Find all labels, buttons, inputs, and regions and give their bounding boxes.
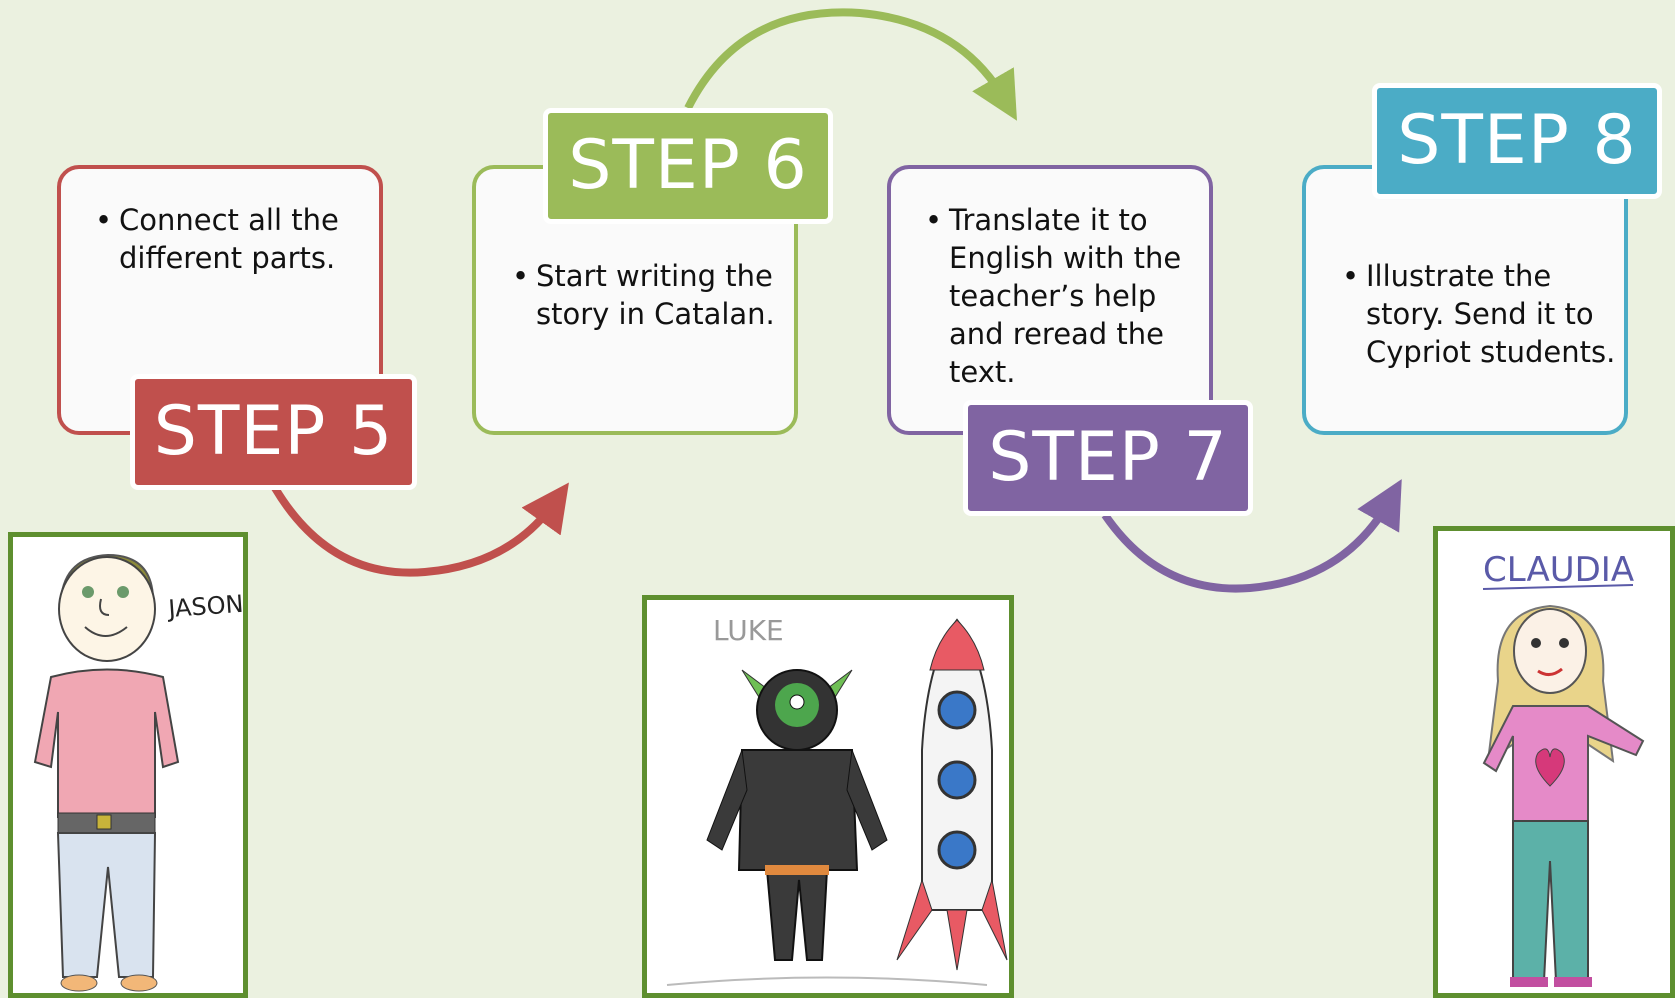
step8-label: STEP 8 [1372,83,1662,199]
claudia-figure: CLAUDIA [1482,550,1645,987]
step8-text-box: Illustrate the story. Send it to Cypriot… [1302,165,1628,435]
jason-name: JASON [165,590,243,623]
luke-figure: LUKE [666,614,1008,986]
drawing-luke: LUKE [642,595,1014,998]
arrow-step5-to-step6 [271,482,569,577]
step5-label: STEP 5 [130,374,417,490]
jason-figure: JASON [33,553,244,992]
drawing-claudia: CLAUDIA [1433,526,1675,998]
step8-text: Illustrate the story. Send it to Cypriot… [1342,257,1624,371]
step7-text-box: Translate it to English with the teacher… [887,165,1213,435]
claudia-name: CLAUDIA [1483,550,1634,590]
step7-label: STEP 7 [963,400,1253,516]
step6-label: STEP 6 [543,108,833,224]
drawing-jason: JASON [8,532,248,998]
arrow-step7-to-step8 [1101,479,1402,593]
step5-text: Connect all the different parts. [95,201,379,277]
luke-name: LUKE [713,614,784,647]
step7-text: Translate it to English with the teacher… [925,201,1209,391]
arrow-step6-to-step7 [684,8,1018,121]
step5-text-box: Connect all the different parts. [57,165,383,435]
step6-text: Start writing the story in Catalan. [512,257,794,333]
